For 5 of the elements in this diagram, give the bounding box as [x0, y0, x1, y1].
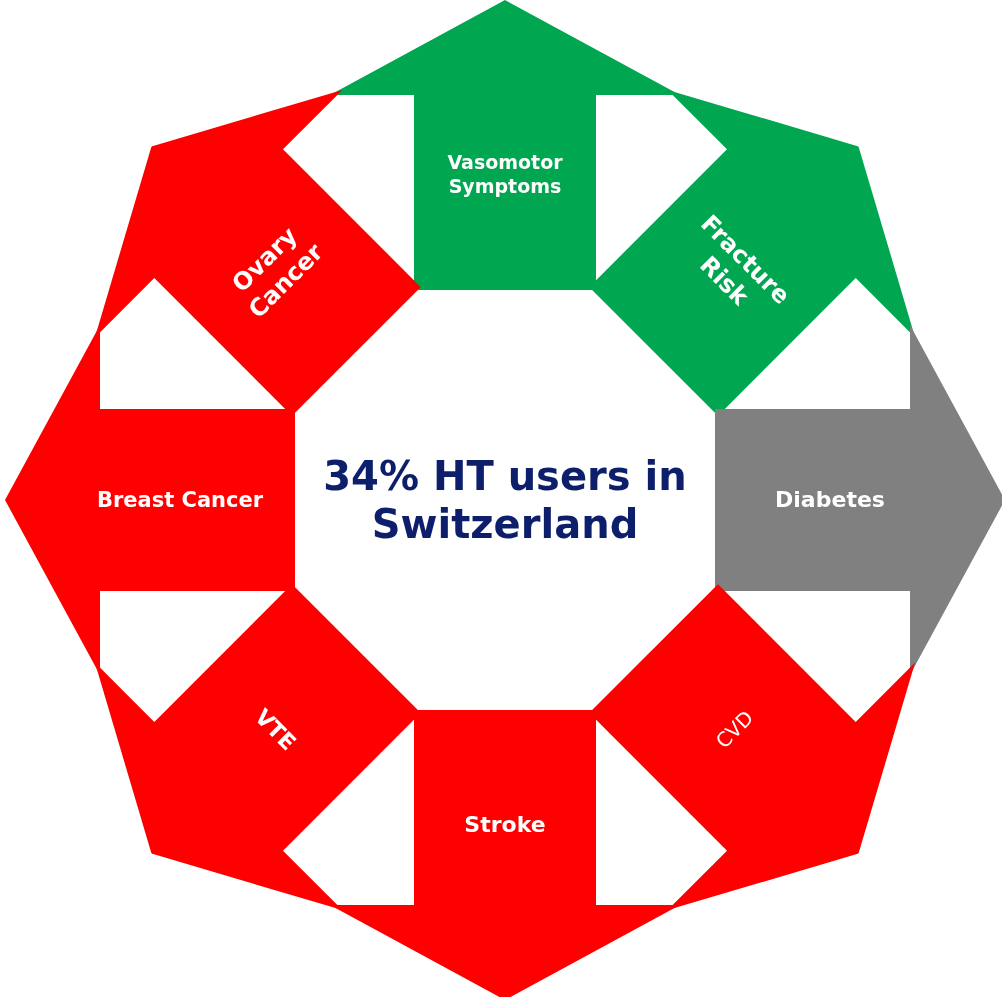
arrow-label: Vasomotor Symptoms: [446, 151, 564, 199]
arrow-label: Stroke: [463, 811, 547, 839]
center-text: 34% HT users in Switzerland: [322, 452, 688, 548]
arrow-label: Diabetes: [774, 486, 886, 514]
arrow-label: Breast Cancer: [95, 486, 265, 514]
